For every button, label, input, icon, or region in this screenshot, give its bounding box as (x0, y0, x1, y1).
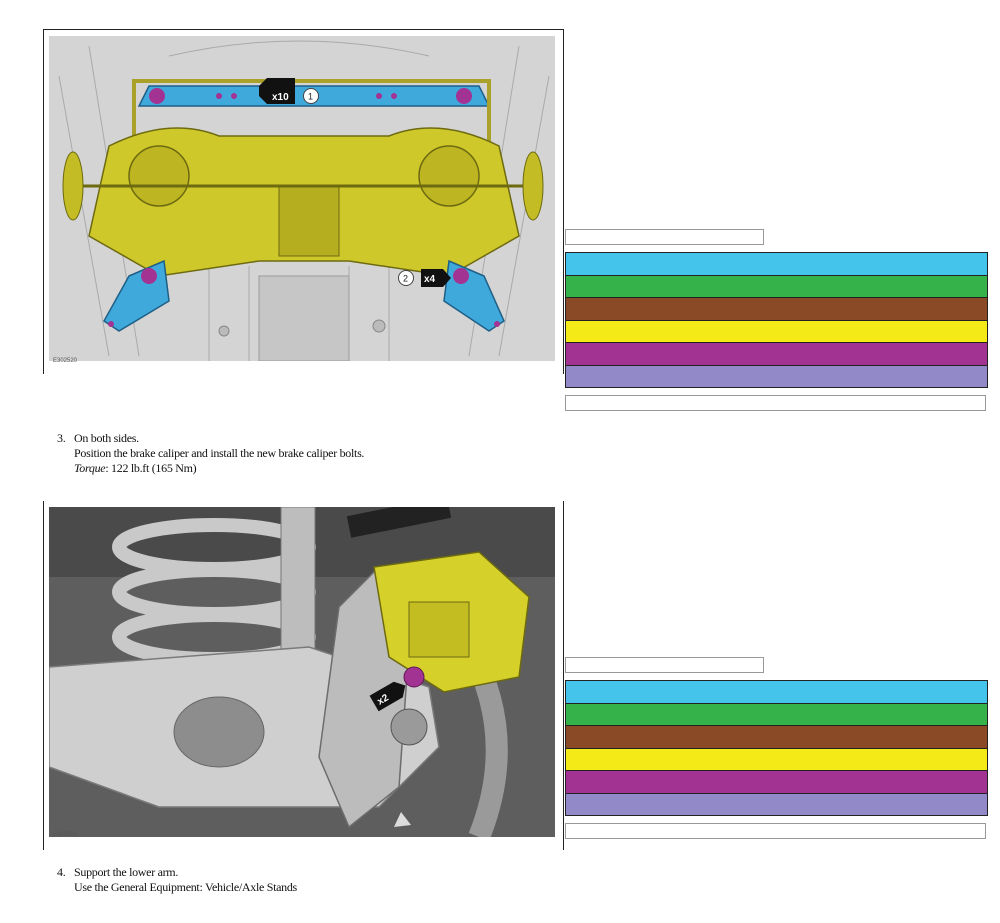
legend-title-box (565, 657, 764, 673)
torque-label: Torque (74, 461, 106, 475)
legend-swatches (565, 252, 988, 388)
legend-swatch-yellow (566, 320, 987, 343)
legend-swatch-green (566, 703, 987, 726)
brake-caliper-illustration: x2 (49, 507, 555, 837)
callout-tag: x10 (272, 92, 289, 103)
figure-code: E302525 (53, 832, 78, 838)
step-heading: Support the lower arm. (74, 865, 179, 879)
subframe-figure: x10 1 2 x4 E302520 (43, 29, 564, 374)
legend-swatch-brown (566, 726, 987, 749)
subframe-illustration: x10 1 2 x4 (49, 36, 555, 361)
legend-footer-box (565, 823, 986, 839)
color-legend (565, 229, 988, 411)
legend-swatches (565, 680, 988, 816)
step-number: 4. (57, 865, 66, 879)
torque-value: : 122 lb.ft (165 Nm) (105, 461, 197, 475)
legend-swatch-magenta (566, 343, 987, 366)
callout-number: 1 (308, 92, 313, 102)
legend-swatch-lavender (566, 365, 987, 388)
callout-tag: x4 (424, 274, 436, 285)
step-body: Use the General Equipment: Vehicle/Axle … (74, 880, 297, 894)
torque-spec: Torque: 122 lb.ft (165 Nm) (57, 461, 364, 476)
figure-frame (43, 501, 44, 850)
color-legend (565, 657, 988, 839)
brake-caliper-figure: x2 E302525 (43, 501, 564, 850)
legend-swatch-yellow (566, 748, 987, 771)
figure-code: E302520 (53, 358, 78, 364)
step-body: Position the brake caliper and install t… (74, 446, 365, 460)
legend-swatch-green (566, 275, 987, 298)
legend-swatch-magenta (566, 771, 987, 794)
callout-number: 2 (403, 274, 408, 284)
legend-footer-box (565, 395, 986, 411)
legend-swatch-lavender (566, 793, 987, 816)
legend-swatch-cyan (566, 253, 987, 276)
legend-swatch-brown (566, 298, 987, 321)
procedure-step: 4. Support the lower arm. Use the General… (57, 865, 297, 895)
procedure-step: 3. On both sides. Position the brake cali… (57, 431, 364, 476)
legend-swatch-cyan (566, 681, 987, 704)
figure-frame (43, 30, 44, 374)
step-number: 3. (57, 431, 66, 445)
step-heading: On both sides. (74, 431, 139, 445)
legend-title-box (565, 229, 764, 245)
callout-tag: x2 (376, 692, 392, 707)
